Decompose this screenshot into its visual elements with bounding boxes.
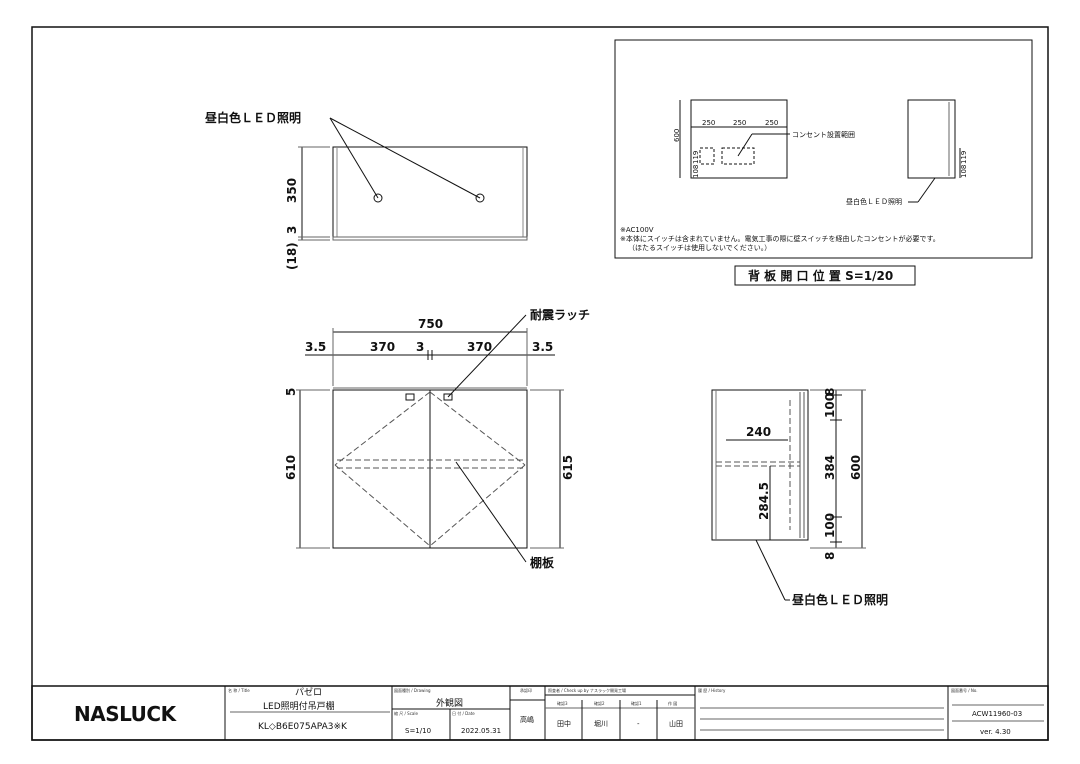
date-label: 日 付 / Date [452, 710, 475, 716]
check-label: 照査者 / Check up by ナスラック開発工場 [548, 687, 626, 693]
outlet-range-label: コンセント設置範囲 [792, 130, 855, 139]
inset-dim-108: 108 [692, 165, 700, 178]
led-light-icon [373, 193, 383, 203]
dim-240: 240 [746, 425, 771, 439]
history-label: 履 歴 / History [698, 687, 726, 693]
series-name: パゼロ [295, 686, 322, 698]
title-block: NASLUCK 名 称 / Title パゼロ LED照明付吊戸棚 KL◇B6E… [31, 685, 1049, 741]
checker2-name: 堀川 [594, 719, 608, 728]
note-switch: ※本体にスイッチは含まれていません。電気工事の際に壁スイッチを経由したコンセント… [620, 234, 940, 243]
dim-350: 350 [285, 178, 299, 203]
latch-label: 耐震ラッチ [530, 307, 590, 322]
top-view: 昼白色ＬＥＤ照明 350 3 (18) [204, 110, 528, 270]
model-number: KL◇B6E075APA3※K [258, 722, 348, 732]
role-check1: 確認1 [631, 700, 642, 706]
version: ver. 4.30 [980, 728, 1011, 736]
drawing-number: ACW11960-03 [972, 710, 1022, 718]
shelf-label: 棚板 [530, 555, 555, 570]
dim-5: 5 [284, 388, 298, 396]
led-light-icon [475, 193, 485, 203]
date-value: 2022.05.31 [461, 727, 501, 735]
drawing-type-label: 図面種別 / Drawing [394, 687, 431, 693]
dim-3: 3 [285, 226, 299, 234]
dim-384: 384 [823, 455, 837, 480]
dim-3-5-right: 3.5 [532, 340, 553, 354]
inset-dim-250-2: 250 [733, 119, 746, 127]
back-panel-inset: 600 250 250 250 119 108 108 119 コンセント設置範… [614, 39, 1033, 259]
note-ac100v: ※AC100V [620, 226, 654, 234]
checker1-name: - [637, 720, 640, 728]
side-led-label: 昼白色ＬＥＤ照明 [791, 592, 888, 607]
dim-3-center: 3 [416, 340, 424, 354]
dim-3-5-left: 3.5 [305, 340, 326, 354]
dim-100-top: 100 [823, 393, 837, 418]
inset-side-dim-119: 119 [960, 151, 968, 164]
top-led-label: 昼白色ＬＥＤ照明 [204, 110, 301, 125]
dim-615: 615 [561, 455, 575, 480]
checker3-name: 田中 [557, 719, 571, 728]
inset-dim-119: 119 [692, 151, 700, 164]
inset-dim-250-3: 250 [765, 119, 778, 127]
dim-370-right: 370 [467, 340, 492, 354]
approver-name: 高嶋 [520, 715, 534, 724]
inset-dim-600: 600 [673, 129, 681, 142]
front-view: 750 3.5 370 3 370 3.5 5 610 615 耐震ラッチ 棚板 [284, 307, 590, 570]
sheet-border [31, 26, 1049, 741]
role-drafter: 作 図 [668, 700, 677, 706]
dim-8-top: 8 [823, 388, 837, 396]
dim-18: (18) [285, 242, 299, 270]
inset-led-label: 昼白色ＬＥＤ照明 [846, 197, 902, 206]
drawing-type: 外観図 [436, 697, 463, 709]
dim-8-bottom: 8 [823, 552, 837, 560]
note-hotaru: （ほたるスイッチは使用しないでください。） [628, 243, 771, 252]
inset-side-dim-108: 108 [960, 165, 968, 178]
dim-750: 750 [418, 317, 443, 331]
nasluck-logo: NASLUCK [74, 702, 178, 726]
dim-370-left: 370 [370, 340, 395, 354]
latch-icon [443, 393, 453, 401]
product-name: LED照明付吊戸棚 [263, 700, 335, 712]
dim-284-5: 284.5 [757, 482, 771, 520]
side-view: 8 100 384 100 8 600 240 284.5 昼白色ＬＥＤ照明 [711, 388, 888, 607]
latch-icon [405, 393, 415, 401]
dim-600: 600 [849, 455, 863, 480]
dim-610: 610 [284, 455, 298, 480]
role-check3: 確認3 [557, 700, 568, 706]
inset-caption: 背 板 開 口 位 置 S=1/20 [748, 268, 893, 283]
inset-dim-250-1: 250 [702, 119, 715, 127]
dim-100-bottom: 100 [823, 513, 837, 538]
approval-label: 承認印 [520, 687, 532, 693]
drafter-name: 山田 [669, 719, 683, 728]
role-check2: 確認2 [594, 700, 605, 706]
scale-label: 縮 尺 / Scale [394, 710, 418, 716]
scale-value: S=1/10 [405, 727, 431, 735]
title-label: 名 称 / Title [228, 687, 250, 693]
drawing-number-label: 図面番号 / No. [951, 687, 978, 693]
